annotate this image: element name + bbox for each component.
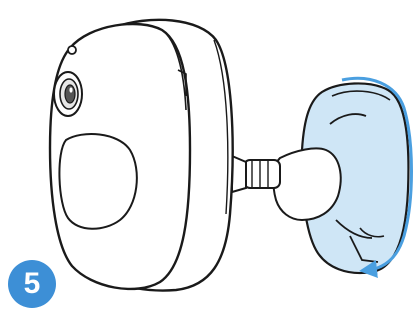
motion-sensor-window: [59, 134, 136, 229]
camera-lens-icon: [54, 72, 82, 116]
mount-arm: [232, 148, 341, 220]
step-number-badge: 5: [8, 260, 56, 308]
